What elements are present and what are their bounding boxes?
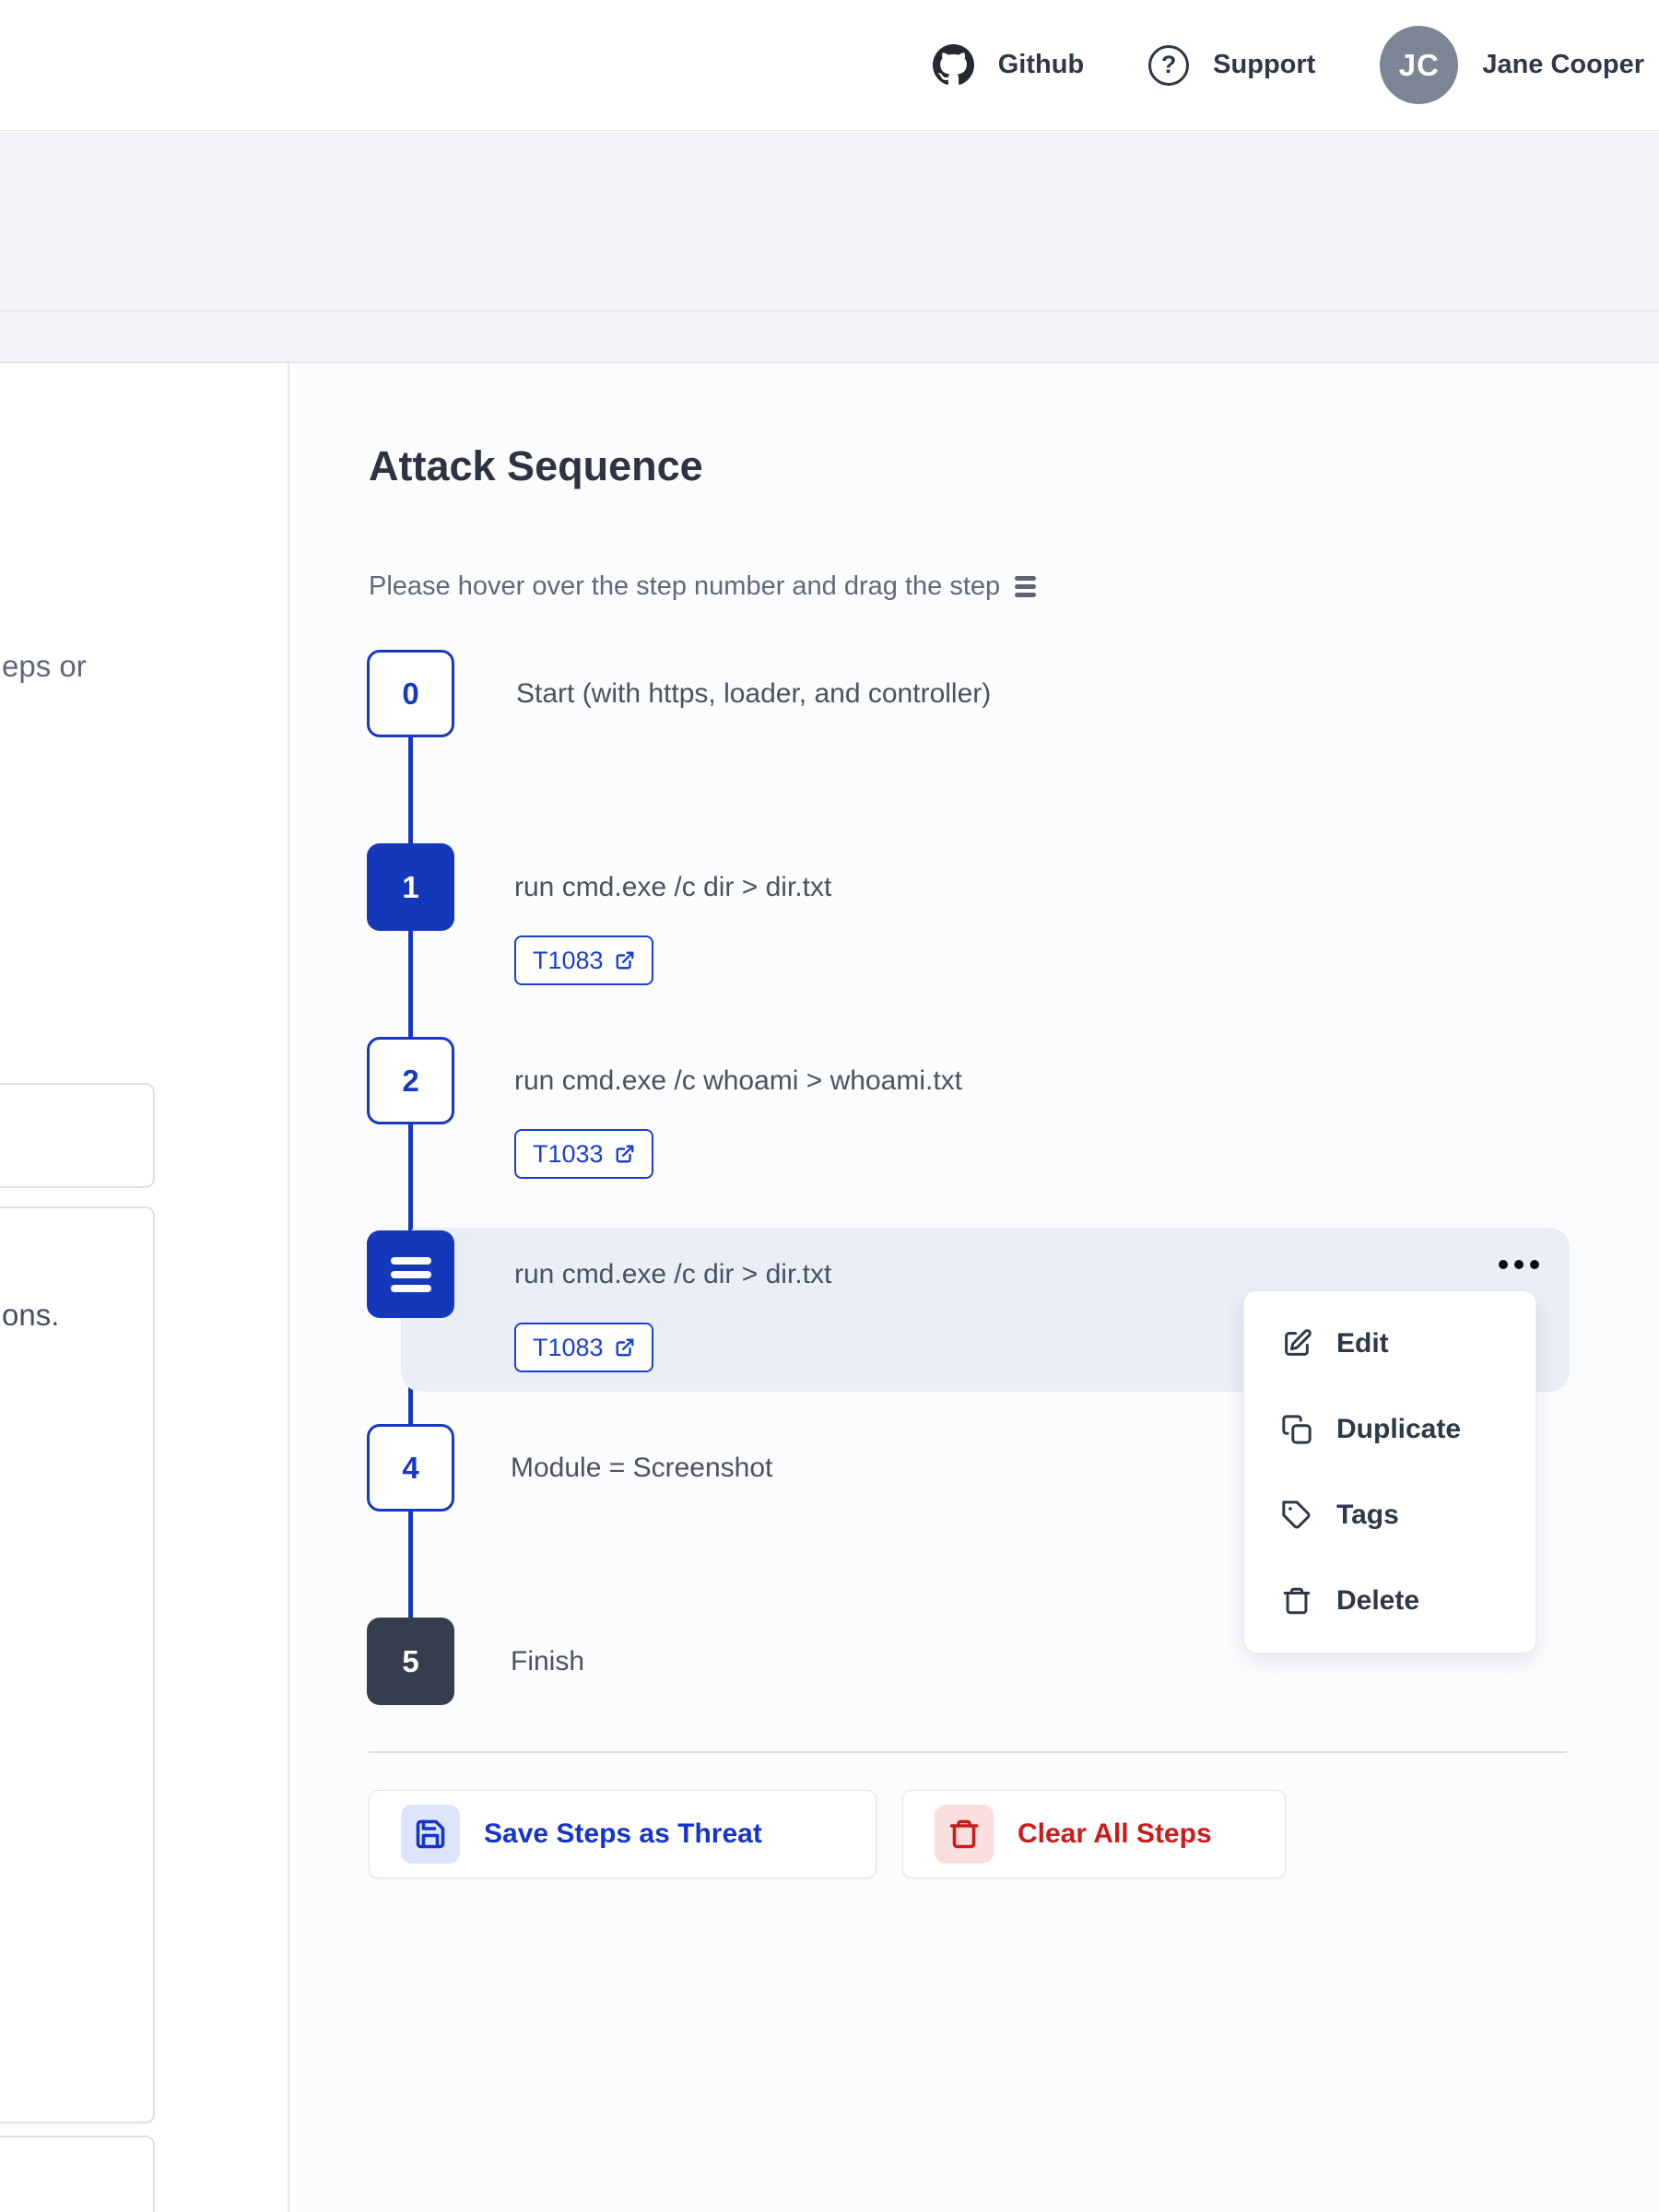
sidebar-card	[0, 1083, 155, 1188]
step-number-3-drag-handle[interactable]	[367, 1230, 454, 1318]
user-menu[interactable]: JC Jane Cooper	[1380, 26, 1644, 104]
step-number-5[interactable]: 5	[367, 1618, 454, 1705]
clear-steps-button[interactable]: Clear All Steps	[902, 1790, 1286, 1878]
clear-trash-icon	[935, 1805, 994, 1864]
top-header: Github ? Support JC Jane Cooper	[0, 0, 1659, 131]
attack-sequence-panel: Attack Sequence Please hover over the st…	[291, 363, 1659, 2212]
external-link-icon	[616, 1338, 634, 1357]
toolbar-band	[0, 312, 1659, 363]
step-label-5: Finish	[511, 1645, 585, 1677]
github-icon	[932, 44, 974, 86]
actions-divider	[369, 1751, 1567, 1753]
step-label-0: Start (with https, loader, and controlle…	[516, 677, 992, 709]
github-link[interactable]: Github	[932, 44, 1085, 86]
menu-item-label: Delete	[1336, 1584, 1420, 1616]
github-label: Github	[997, 50, 1085, 79]
support-label: Support	[1213, 50, 1316, 79]
technique-id: T1083	[533, 1333, 604, 1361]
technique-badge[interactable]: T1033	[514, 1129, 653, 1179]
technique-id: T1033	[533, 1139, 604, 1168]
menu-item-delete[interactable]: Delete	[1244, 1558, 1535, 1643]
tag-icon	[1282, 1500, 1311, 1528]
step-number-1[interactable]: 1	[367, 843, 454, 931]
menu-item-edit[interactable]: Edit	[1244, 1300, 1535, 1386]
edit-icon	[1285, 1328, 1312, 1356]
more-options-button[interactable]	[1480, 1244, 1558, 1285]
page-banner	[0, 132, 1659, 312]
technique-badge[interactable]: T1083	[514, 935, 653, 985]
duplicate-icon	[1282, 1414, 1312, 1444]
page-title: Attack Sequence	[369, 442, 703, 489]
drag-handle-icon	[1015, 576, 1037, 597]
step-number-2[interactable]: 2	[367, 1037, 454, 1124]
menu-item-duplicate[interactable]: Duplicate	[1244, 1386, 1535, 1472]
clear-steps-label: Clear All Steps	[1018, 1818, 1212, 1849]
step-label-3: run cmd.exe /c dir > dir.txt	[514, 1258, 832, 1289]
technique-badge[interactable]: T1083	[514, 1323, 653, 1372]
sidebar-card	[0, 2136, 155, 2212]
help-icon: ?	[1148, 44, 1190, 86]
external-link-icon	[616, 951, 634, 970]
step-connector-line	[408, 695, 413, 1659]
sidebar-clipped-text: eps or	[2, 649, 87, 683]
step-label-4: Module = Screenshot	[511, 1452, 773, 1483]
menu-item-label: Edit	[1336, 1327, 1389, 1359]
trash-icon	[1283, 1587, 1311, 1614]
save-steps-label: Save Steps as Threat	[484, 1818, 762, 1849]
step-number-0[interactable]: 0	[367, 650, 454, 737]
drag-grip-icon	[390, 1256, 431, 1292]
step-label-1: run cmd.exe /c dir > dir.txt	[514, 871, 832, 902]
menu-item-label: Duplicate	[1336, 1413, 1462, 1444]
support-link[interactable]: ? Support	[1148, 44, 1316, 86]
drag-hint: Please hover over the step number and dr…	[369, 571, 1037, 602]
avatar[interactable]: JC	[1380, 26, 1459, 104]
drag-hint-text: Please hover over the step number and dr…	[369, 571, 1001, 601]
external-link-icon	[616, 1145, 634, 1163]
save-steps-button[interactable]: Save Steps as Threat	[369, 1790, 877, 1878]
save-icon	[401, 1805, 460, 1864]
technique-id: T1083	[533, 946, 604, 974]
ellipsis-icon	[1499, 1260, 1508, 1269]
step-label-2: run cmd.exe /c whoami > whoami.txt	[514, 1065, 963, 1096]
left-sidebar: eps or ons.	[0, 363, 289, 2212]
sidebar-clipped-text: ons.	[2, 1298, 60, 1332]
sidebar-card: ons.	[0, 1206, 155, 2124]
step-context-menu: Edit Duplicate Tags Delete	[1243, 1290, 1536, 1653]
menu-item-label: Tags	[1336, 1499, 1399, 1530]
menu-item-tags[interactable]: Tags	[1244, 1472, 1535, 1558]
step-number-4[interactable]: 4	[367, 1424, 454, 1512]
user-name: Jane Cooper	[1482, 50, 1644, 79]
